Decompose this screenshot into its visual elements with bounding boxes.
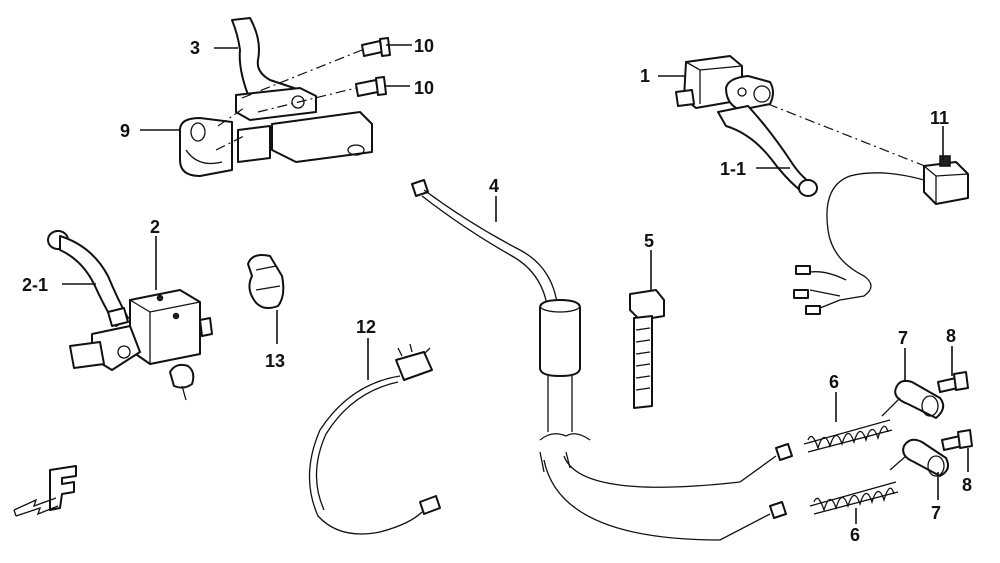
callout-8a: 8 — [946, 326, 956, 346]
clip-part-13 — [247, 254, 285, 309]
callout-9: 9 — [120, 121, 130, 141]
bushing-part-7b — [889, 438, 949, 477]
callout-8b: 8 — [962, 475, 972, 495]
callout-1: 1 — [640, 66, 650, 86]
bushing-part-7a — [881, 379, 945, 419]
bolt-part-8a — [937, 371, 969, 393]
callout-10b: 10 — [414, 78, 434, 98]
brake-lever-part-1-1 — [717, 105, 818, 197]
bolt-part-10b — [355, 76, 387, 97]
callout-7b: 7 — [931, 503, 941, 523]
throttle-cable-part-4 — [411, 179, 793, 541]
callout-1-1: 1-1 — [720, 159, 746, 179]
stop-switch-part-12 — [308, 343, 441, 535]
switch-part-11 — [793, 155, 969, 315]
bolt-part-10a — [361, 37, 391, 57]
spring-part-6a — [803, 419, 893, 453]
spring-part-6b — [809, 481, 899, 515]
master-cylinder-part-2 — [69, 289, 213, 401]
callout-2: 2 — [150, 217, 160, 237]
callout-3: 3 — [190, 38, 200, 58]
bolt-part-8b — [941, 429, 973, 451]
callout-11: 11 — [930, 108, 949, 128]
callout-12: 12 — [356, 317, 376, 337]
callout-4: 4 — [489, 176, 499, 196]
master-cylinder-part-1 — [675, 55, 774, 111]
front-direction-marker — [13, 465, 77, 517]
callout-2-1: 2-1 — [22, 275, 48, 295]
leader-lines — [62, 44, 969, 524]
callout-7a: 7 — [898, 328, 908, 348]
callout-6b: 6 — [850, 525, 860, 545]
clamp-part-9 — [179, 117, 233, 177]
callout-13: 13 — [265, 351, 285, 371]
callout-10a: 10 — [414, 36, 434, 56]
lever-bracket-part-3 — [231, 17, 373, 163]
cable-tie-part-5 — [629, 289, 665, 409]
callout-5: 5 — [644, 231, 654, 251]
callout-6a: 6 — [829, 372, 839, 392]
